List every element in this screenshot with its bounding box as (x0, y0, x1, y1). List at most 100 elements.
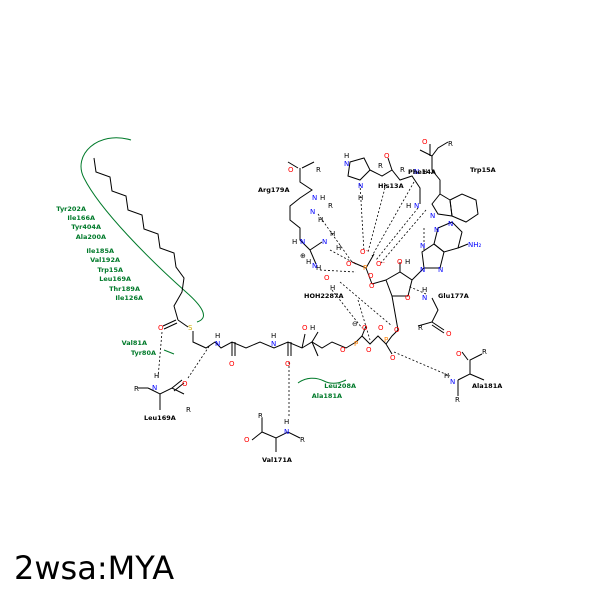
coa-amide-nitrogen-1: N (215, 340, 220, 348)
arg179-nitrogen-a: N (312, 194, 317, 202)
hydrophobic-arc-group1 (80, 137, 204, 323)
hbond-phosphate-cross (357, 299, 371, 341)
hbond-arg179-b (329, 249, 357, 265)
phosphate-oxygen-4: O (378, 324, 384, 332)
r-group-val171-b: R (300, 436, 305, 444)
coa-amide-hydrogen-2: H (271, 332, 276, 340)
hydroxyl-oxygen: O (302, 324, 308, 332)
hbond-trp15 (379, 209, 427, 265)
thioester-sulfur: S (188, 324, 193, 332)
arg179-nitrogen-b: N (310, 208, 315, 216)
r-group-his13: R (378, 162, 383, 170)
phosphate-oxygen-3: O (366, 346, 372, 354)
hydrophobic-label-leu169: Leu169A (99, 275, 131, 283)
phosphate-oxygen-2: O (362, 324, 368, 332)
adenine-nitrogen-5: N (438, 266, 443, 274)
arg179-hydrogen-a: H (320, 194, 325, 202)
ala181-oxygen: O (456, 350, 462, 358)
ribose-ester-oxygen: O (369, 282, 375, 290)
oxide-3: O⁻ (376, 260, 386, 268)
r-group-leu169-a: R (134, 385, 139, 393)
arg179-hydrogen-c: H (330, 230, 335, 238)
trp15-oxygen: O (422, 138, 428, 146)
coa-amide-hydrogen-1: H (215, 332, 220, 340)
coa-amide-nitrogen-2: N (271, 340, 276, 348)
hydrophobic-label-tyr202: Tyr202A (56, 205, 86, 213)
hbond-his13-a (359, 183, 365, 253)
phosphate-oxygen-5: O (390, 354, 396, 362)
r-group-trp15-a: R (448, 140, 453, 148)
his13-hydrogen-a: H (344, 152, 349, 160)
ribose-ring (385, 271, 413, 297)
adenine-nitrogen-4: N (448, 220, 453, 228)
residue-label-arg179: Arg179A (258, 186, 290, 194)
hydrophobic-label-ile126: Ile126A (115, 294, 143, 302)
his13-oxygen: O (384, 152, 390, 160)
arg179-hydrogen-d: H (292, 238, 297, 246)
trp15-indole-pyrrole (431, 193, 453, 217)
arg179-hydrogen-e: H (306, 258, 311, 266)
phosphorus-3: P (363, 264, 367, 272)
hbond-arg179-a (317, 213, 353, 263)
hydrophobic-label-ile185: Ile185A (86, 247, 114, 255)
arg179-positive-charge: ⊕ (300, 252, 306, 260)
phosphate-oxygen-1: O (340, 346, 346, 354)
residue-label-val171: Val171A (262, 456, 292, 464)
r-group-glu177: R (418, 324, 423, 332)
hbond-glu177 (407, 285, 427, 295)
adenine-nitrogen-1: N (420, 242, 425, 250)
val171-hydrogen: H (284, 418, 289, 426)
ribose-hydroxyl-hydrogen: H (405, 258, 410, 266)
hbond-phe14 (371, 181, 415, 257)
residue-label-leu169: Leu169A (144, 414, 176, 422)
trp15-hydrogen: H (406, 202, 411, 210)
hydrophobic-label-ala181: Ala181A (312, 392, 342, 400)
water-oxygen: O (324, 274, 330, 282)
oxide-1: O⁻ (360, 248, 370, 256)
leu169-oxygen: O (182, 380, 188, 388)
adenine-amine: NH₂ (468, 241, 482, 249)
hbond-arg179-c (319, 269, 357, 273)
r-group-ala181-a: R (482, 348, 487, 356)
adenine-six-ring (433, 221, 463, 253)
hbond-water-a (331, 289, 363, 329)
arg179-hydrogen-f: H (336, 244, 341, 252)
hbond-leu169-backbone (187, 344, 211, 379)
val171-nitrogen: N (284, 428, 289, 436)
trp15-indole-benzene (449, 193, 479, 223)
hydrophobic-label-ala200: Ala200A (76, 233, 106, 241)
arg179-sidechain (289, 168, 313, 251)
thioester-oxygen: O (158, 324, 164, 332)
arg179-nitrogen-d: N (300, 238, 305, 246)
thioester-carbonyl (162, 319, 177, 327)
hbond-phe14-b (375, 207, 419, 261)
his13-hydrogen-b: H (358, 194, 363, 202)
water-hydrogen-2: H (330, 284, 335, 292)
r-group-ala181-b: R (455, 396, 460, 404)
residue-label-ala181: Ala181A (472, 382, 502, 390)
phosphorus-2: P (384, 336, 388, 344)
phosphorus-1: P (354, 340, 358, 348)
glu177-nitrogen: N (422, 294, 427, 302)
coa-backbone (192, 331, 357, 349)
ala181-nitrogen: N (450, 378, 455, 386)
hydroxyl-hydrogen: H (310, 324, 315, 332)
adenine-five-ring (421, 243, 445, 269)
water-hydrogen: H (316, 264, 321, 272)
r-group-arg179-a: R (316, 166, 321, 174)
r-group-trp15-b: R (400, 166, 405, 174)
leu169-nitrogen: N (152, 384, 157, 392)
trp15-ring-nitrogen: N (430, 212, 435, 220)
glu177-oxygen: O (446, 330, 452, 338)
amide-oxygen-1: O (229, 360, 235, 368)
r-group-val171-a: R (258, 412, 263, 420)
phosphate-negative-charge: ⊖ (352, 320, 358, 328)
hbond-water-b (339, 281, 393, 327)
r-group-leu169-b: R (186, 406, 191, 414)
hydrophobic-label-trp15: Trp15A (97, 266, 123, 274)
ribose-oxygen: O (405, 294, 411, 302)
phe14-nitrogen: N (414, 168, 419, 176)
residue-label-trp15: Trp15A (470, 166, 496, 174)
